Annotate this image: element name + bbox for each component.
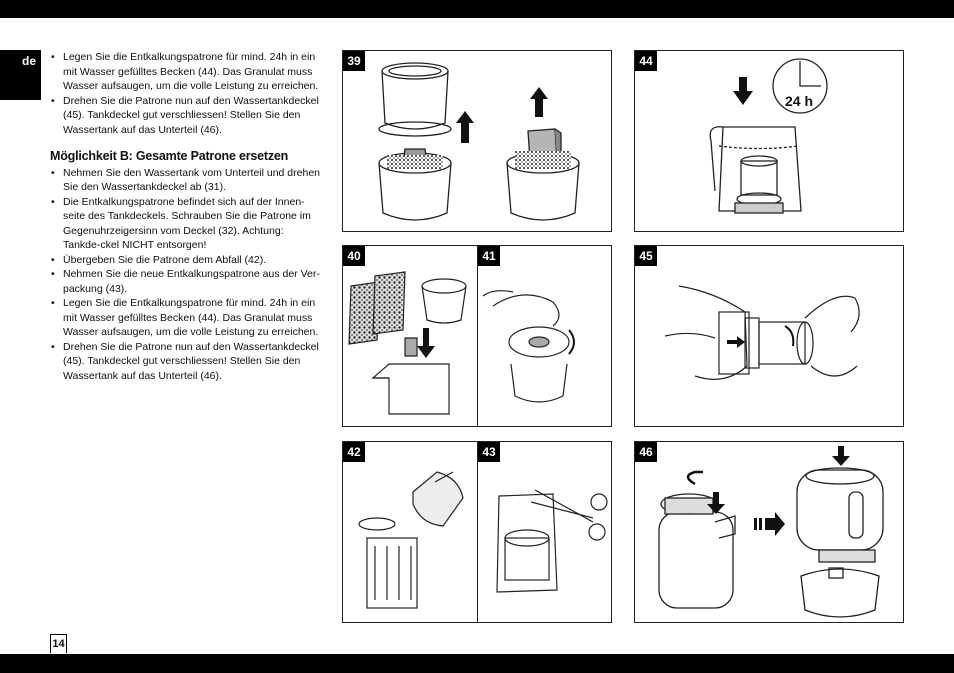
rotate-arrow-icon <box>568 329 575 355</box>
list-item: Nehmen Sie die neue Entkalkungspatrone a… <box>50 267 322 296</box>
section-list: Nehmen Sie den Wassertank vom Unterteil … <box>50 166 322 384</box>
figure-42-43-panel: 42 43 <box>342 441 612 623</box>
figure-number-39: 39 <box>343 51 365 71</box>
up-arrow-icon <box>456 87 548 143</box>
figure-39-panel: 39 <box>342 50 612 232</box>
language-tab: de <box>0 50 41 100</box>
list-item: Legen Sie die Entkalkungspatrone für min… <box>50 296 322 340</box>
down-arrow-icon <box>707 446 850 514</box>
dispose-and-unpack-illustration <box>358 471 608 609</box>
figure-number-40: 40 <box>343 246 365 266</box>
page-number: 14 <box>50 634 67 653</box>
figure-number-45: 45 <box>635 246 657 266</box>
intro-list: Legen Sie die Entkalkungspatrone für min… <box>50 50 322 137</box>
list-item: Die Entkalkungspatrone befindet sich auf… <box>50 195 322 253</box>
figure-40-41-panel: 40 41 <box>342 245 612 427</box>
figure-number-42: 42 <box>343 442 365 462</box>
figure-number-46: 46 <box>635 442 657 462</box>
figure-44-panel: 24 h 44 <box>634 50 904 232</box>
list-item: Nehmen Sie den Wassertank vom Unterteil … <box>50 166 322 195</box>
figure-45-panel: 45 <box>634 245 904 427</box>
water-jug <box>709 126 802 214</box>
down-arrow-icon <box>733 77 753 105</box>
list-item: Legen Sie die Entkalkungspatrone für min… <box>50 50 322 94</box>
language-code: de <box>21 54 36 68</box>
list-item: Drehen Sie die Patrone nun auf den Wasse… <box>50 94 322 138</box>
forward-arrow-icon <box>754 512 785 536</box>
packaging-and-unscrew-illustration <box>348 271 575 415</box>
down-arrow-icon <box>417 328 435 358</box>
panel-divider <box>477 246 478 426</box>
rotate-arrow-icon <box>784 325 795 347</box>
cartridge-removal-illustration <box>378 62 580 221</box>
clock-label: 24 h <box>785 93 813 109</box>
right-arrow-icon <box>727 336 745 348</box>
section-heading: Möglichkeit B: Gesamte Patrone ersetzen <box>50 149 289 163</box>
instruction-text: Legen Sie die Entkalkungspatrone für min… <box>50 50 322 383</box>
figure-number-44: 44 <box>635 51 657 71</box>
figure-number-41: 41 <box>478 246 500 266</box>
screw-on-cartridge-illustration <box>664 285 860 380</box>
list-item: Übergeben Sie die Patrone dem Abfall (42… <box>50 253 322 268</box>
figure-46-panel: 46 <box>634 441 904 623</box>
reassemble-tank-illustration <box>658 446 884 618</box>
granulate-texture <box>387 151 571 169</box>
rotate-arrow-icon <box>686 470 703 486</box>
figure-number-43: 43 <box>478 442 500 462</box>
top-bar <box>0 0 954 18</box>
clock-icon <box>772 58 828 114</box>
list-item: Drehen Sie die Patrone nun auf den Wasse… <box>50 340 322 384</box>
bottom-bar <box>0 654 954 673</box>
soak-cartridge-illustration: 24 h <box>709 58 828 214</box>
panel-divider <box>477 442 478 622</box>
